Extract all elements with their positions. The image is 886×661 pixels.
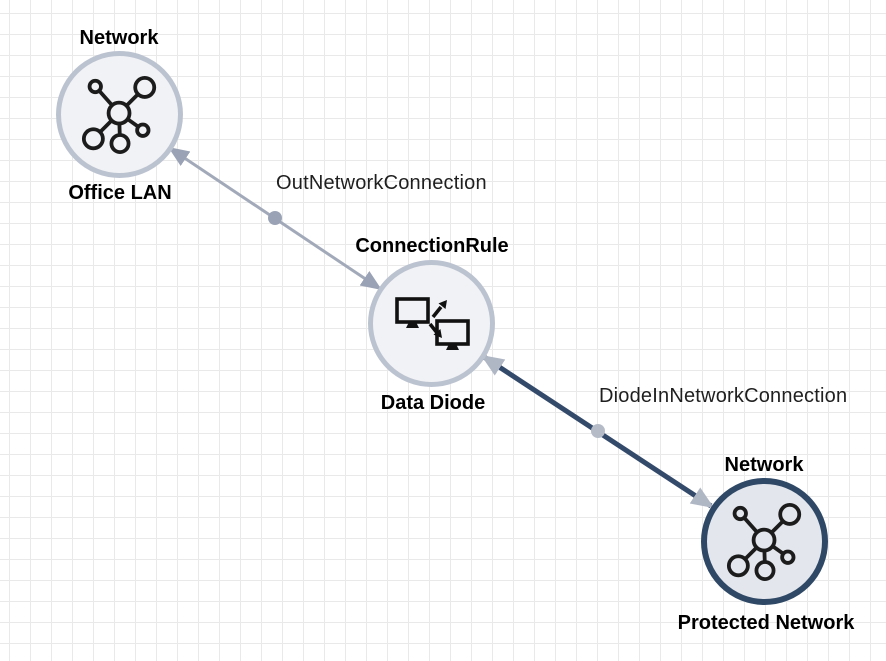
node-office-lan[interactable] (56, 51, 183, 178)
edge-midpoint-handle-diode-in-network-connection[interactable] (591, 424, 605, 438)
data-diode-icon (394, 296, 470, 350)
node-data-diode[interactable] (368, 260, 495, 387)
node-name-label-office-lan: Office LAN (68, 182, 172, 204)
node-name-label-data-diode: Data Diode (380, 392, 486, 414)
edge-midpoint-handle-out-network-connection[interactable] (268, 211, 282, 225)
edge-label-out-network-connection: OutNetworkConnection (276, 172, 487, 194)
edge-label-diode-in-network-connection: DiodeInNetworkConnection (599, 385, 848, 407)
node-type-label-data-diode: ConnectionRule (355, 235, 509, 257)
network-icon (81, 75, 156, 154)
node-type-label-protected-network: Network (724, 454, 804, 476)
network-icon (726, 502, 801, 581)
node-protected-network[interactable] (701, 478, 828, 605)
node-type-label-office-lan: Network (79, 27, 159, 49)
node-name-label-protected-network: Protected Network (677, 612, 855, 634)
